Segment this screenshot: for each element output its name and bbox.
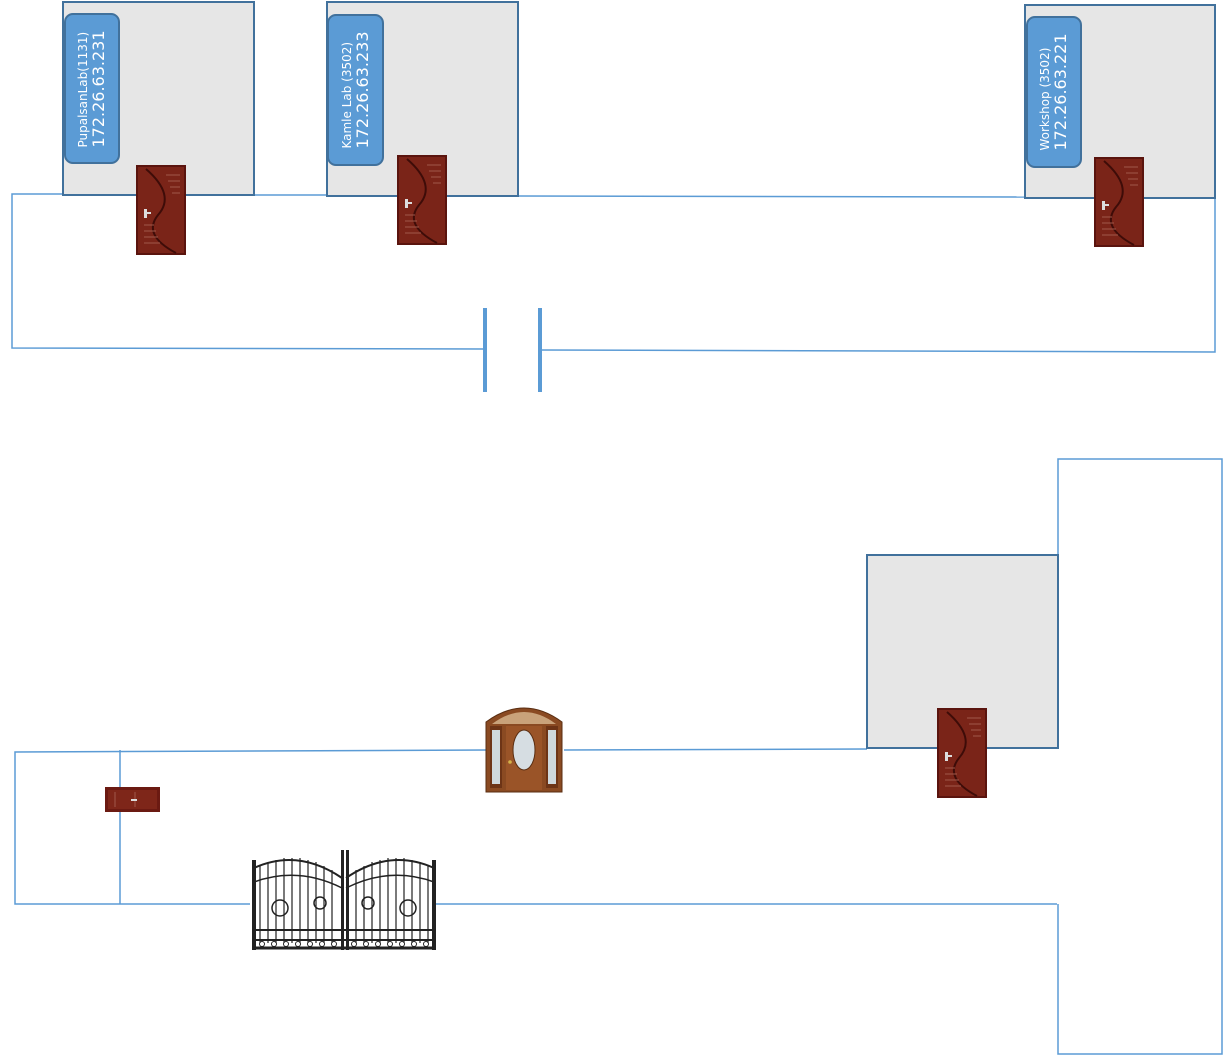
room-ip: 172.26.63.221 — [1051, 33, 1070, 151]
room-label-pupalsan-lab: PupalsanLab(1131) 172.26.63.231 — [64, 13, 120, 164]
room-name: Workshop (3502) — [1038, 47, 1052, 151]
door-icon — [396, 154, 448, 246]
room-label-kamle-lab: Kamle Lab (3502) 172.26.63.233 — [327, 14, 384, 166]
room-ip: 172.26.63.233 — [352, 31, 372, 149]
door-icon — [135, 164, 187, 256]
glass-front-door-icon — [485, 707, 563, 793]
wall-panel-icon — [105, 787, 160, 812]
door-icon — [936, 707, 988, 799]
lower-building-wall — [14, 458, 1223, 1055]
room-ip: 172.26.63.231 — [89, 29, 108, 148]
door-icon — [1093, 156, 1145, 248]
room-name: PupalsanLab(1131) — [76, 31, 90, 148]
wrought-iron-gate-icon — [252, 850, 436, 950]
room-label-workshop: Workshop (3502) 172.26.63.221 — [1026, 16, 1082, 168]
upper-corridor-wall — [11, 193, 1216, 353]
room-name: Kamle Lab (3502) — [339, 41, 354, 149]
